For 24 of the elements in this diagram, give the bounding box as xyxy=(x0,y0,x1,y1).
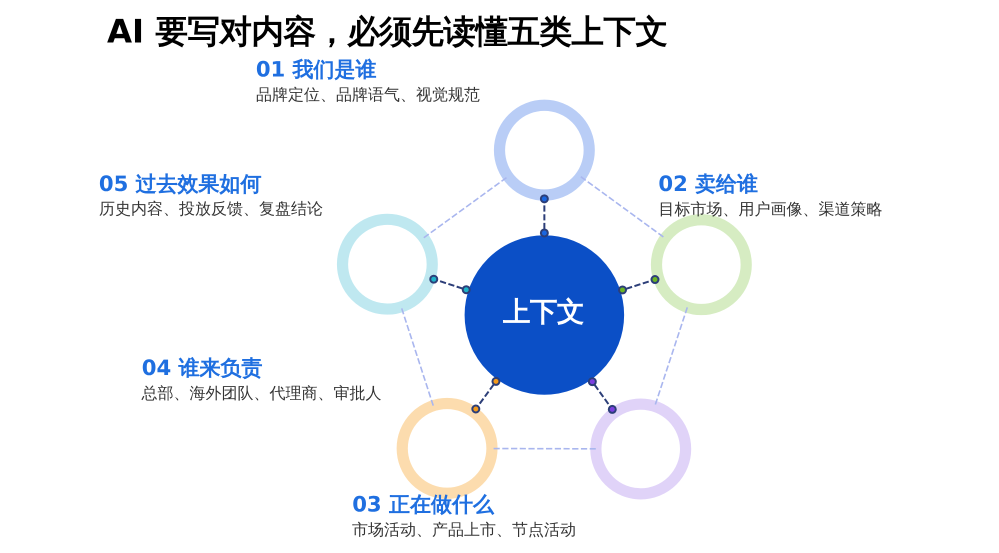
node-label: 总部、海外团队、代理商、审批人 xyxy=(142,383,382,402)
connector xyxy=(588,377,617,414)
connector xyxy=(429,274,471,294)
connector xyxy=(423,176,508,238)
connector xyxy=(492,448,596,450)
node-circle xyxy=(590,398,692,500)
connector xyxy=(471,376,500,414)
node-label: 品牌定位、品牌语气、视觉规范 xyxy=(256,85,480,104)
node-label: 02 卖给谁 xyxy=(658,171,758,196)
diagram-title: AI 要写对内容，必须先读懂五类上下文 xyxy=(106,12,668,51)
node-label: 目标市场、用户画像、渠道策略 xyxy=(658,200,882,219)
node-label: 05 过去效果如何 xyxy=(98,170,262,196)
node-label: 01 我们是谁 xyxy=(256,56,377,82)
node-label: 03 正在做什么 xyxy=(352,491,494,516)
connector xyxy=(400,306,434,406)
node-label: 历史内容、投放反馈、复盘结论 xyxy=(98,199,323,218)
node-label: 04 谁来负责 xyxy=(142,354,263,380)
connector xyxy=(540,194,549,238)
connector xyxy=(618,275,660,294)
connector xyxy=(654,307,688,406)
connector xyxy=(580,176,666,238)
node-circle xyxy=(494,100,595,201)
node-circle: 上下文 xyxy=(464,235,624,395)
node-label: 市场活动、产品上市、节点活动 xyxy=(352,520,576,539)
